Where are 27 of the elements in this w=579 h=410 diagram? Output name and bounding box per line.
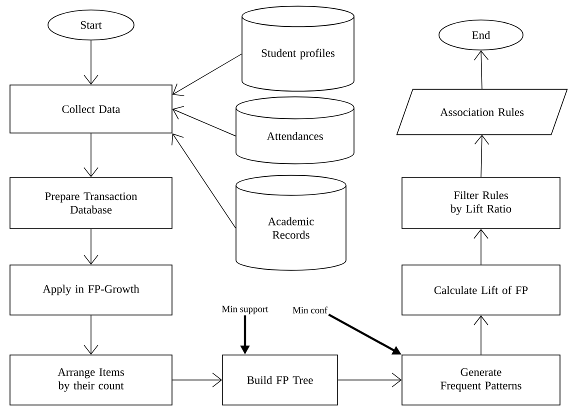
process-box: Prepare Transaction Database: [10, 177, 172, 229]
arrow: [84, 315, 98, 355]
arrow: [474, 228, 488, 265]
arrow: [84, 228, 98, 265]
process-box: Generate Frequent Patterns: [402, 354, 560, 406]
arrow: [172, 372, 222, 388]
arrow: [84, 133, 98, 178]
input-label: Min support: [222, 306, 268, 314]
arrow: [172, 133, 236, 228]
input-label: Min conf: [292, 306, 328, 314]
process-box: Build FP Tree: [222, 354, 338, 406]
arrow: [474, 134, 490, 178]
arrow: [474, 315, 488, 355]
database-cylinder: Academic Records: [236, 174, 346, 271]
process-box: Filter Rules by Lift Ratio: [402, 177, 560, 229]
process-box: Arrange Items by their count: [10, 354, 172, 406]
database-cylinder: Attendances: [236, 96, 354, 164]
output-parallelogram: Association Rules: [396, 88, 568, 136]
arrow: [474, 50, 489, 90]
database-cylinder: Student profiles: [242, 6, 354, 92]
arrow: [338, 372, 402, 388]
arrow: [172, 106, 236, 136]
process-box: Apply in FP-Growth: [10, 264, 172, 316]
arrow: [84, 40, 98, 85]
arrow: [172, 54, 242, 96]
process-box: Collect Data: [10, 84, 172, 134]
process-box: Calculate Lift of FP: [402, 264, 560, 316]
